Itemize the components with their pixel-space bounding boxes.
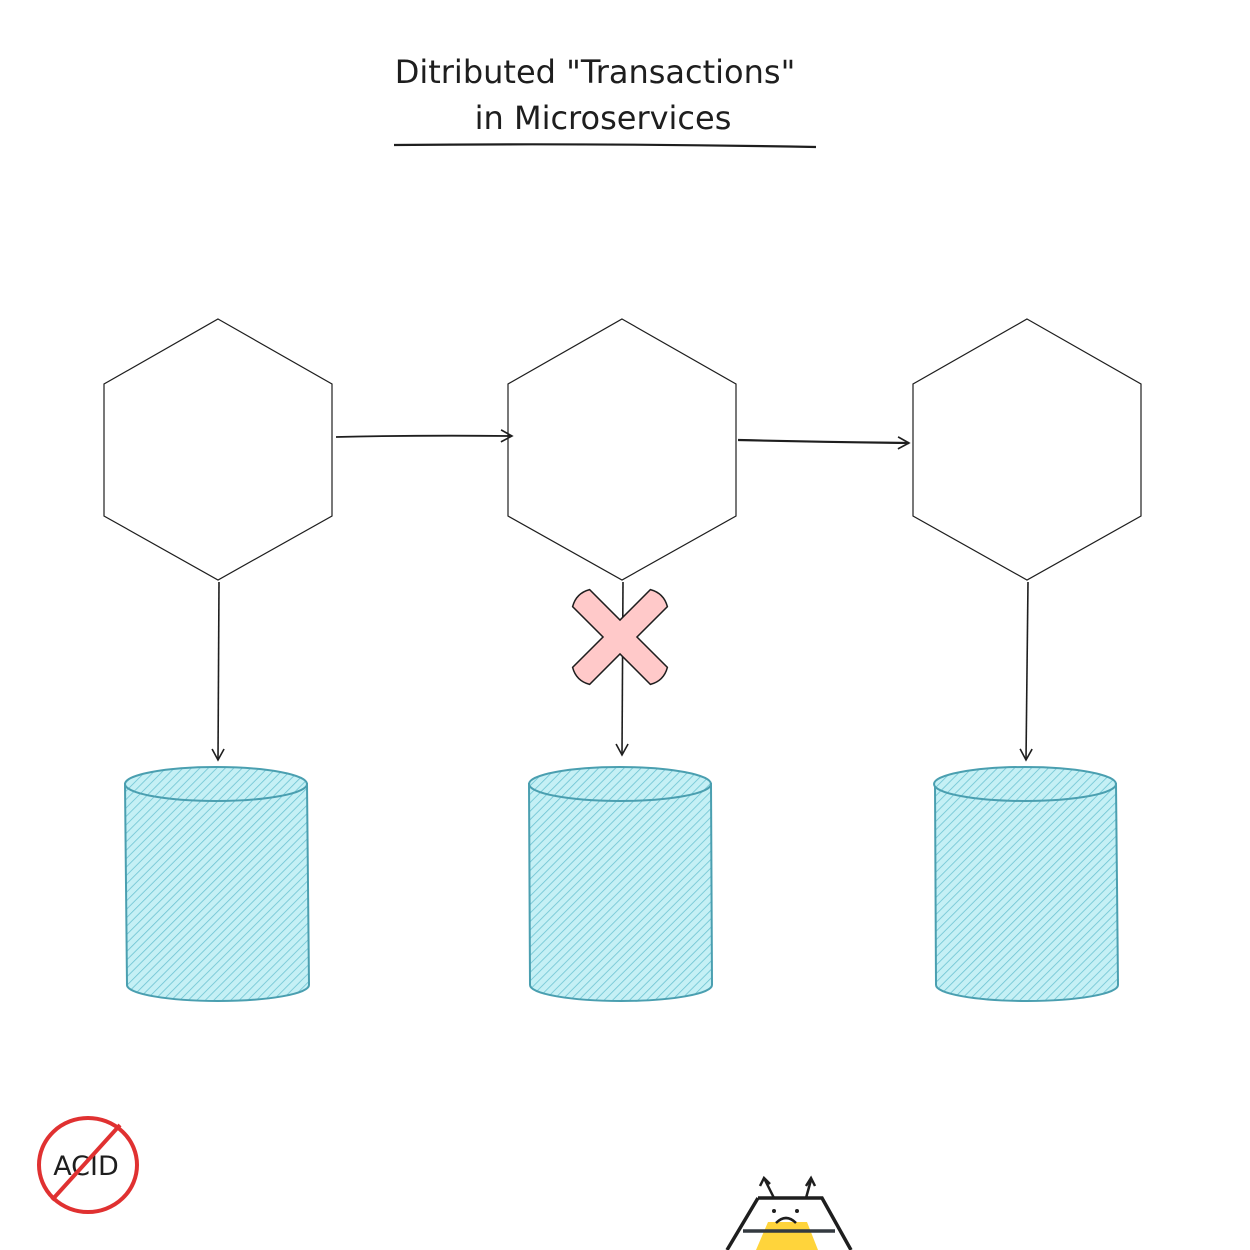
failure-cross-icon bbox=[571, 588, 669, 686]
arrow-service2-to-db2 bbox=[615, 581, 629, 757]
service-hexagon-3[interactable] bbox=[912, 318, 1142, 581]
title-underline bbox=[393, 143, 817, 149]
arrow-service3-to-db3 bbox=[1019, 581, 1033, 762]
title-line-2: in Microservices bbox=[475, 99, 732, 137]
no-acid-sign-icon: ACID bbox=[37, 1116, 139, 1214]
arrow-service2-to-service3 bbox=[737, 436, 911, 450]
service-hexagon-2[interactable] bbox=[507, 318, 737, 581]
database-cylinder-2[interactable] bbox=[527, 766, 714, 1002]
title-line-1: Ditributed "Transactions" bbox=[395, 53, 796, 91]
service-hexagon-1[interactable] bbox=[103, 318, 333, 581]
database-cylinder-1[interactable] bbox=[123, 766, 311, 1002]
arrow-service1-to-db1 bbox=[211, 581, 225, 762]
arrow-service1-to-service2 bbox=[335, 429, 514, 443]
acid-text: ACID bbox=[53, 1151, 119, 1182]
database-cylinder-3[interactable] bbox=[933, 766, 1120, 1002]
mascot-icon bbox=[725, 1175, 853, 1250]
